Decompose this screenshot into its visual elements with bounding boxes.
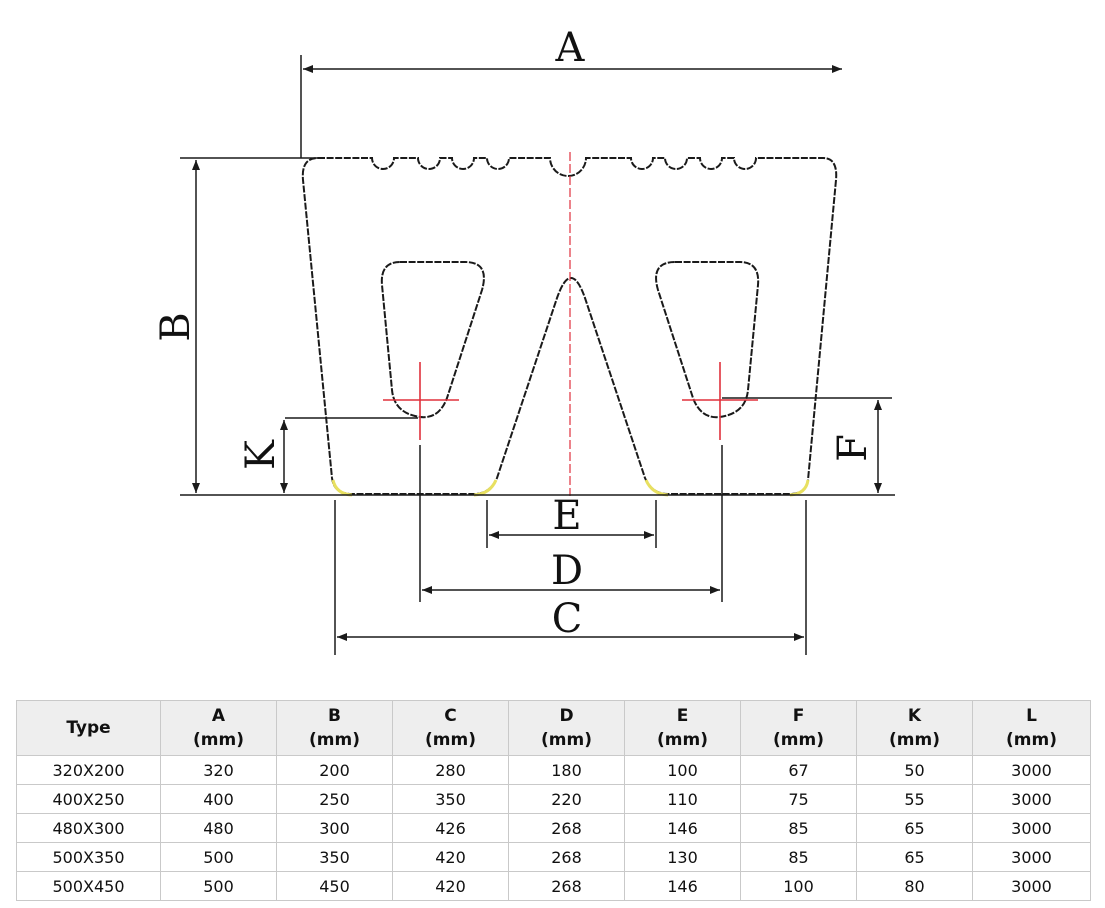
type-cell: 400X250 <box>16 784 161 814</box>
column-header-name: K <box>907 706 922 726</box>
value-cell: 180 <box>508 755 625 785</box>
column-header-a: A (mm) <box>160 700 277 756</box>
column-header-unit: (mm) <box>889 730 940 750</box>
column-header-name: D <box>559 706 574 726</box>
column-header-unit: (mm) <box>1006 730 1057 750</box>
column-header-name: Type <box>66 718 111 738</box>
dim-label-d: D <box>551 548 583 594</box>
value-cell: 146 <box>624 813 741 843</box>
type-cell: 480X300 <box>16 813 161 843</box>
value-cell: 3000 <box>972 842 1091 872</box>
value-cell: 3000 <box>972 813 1091 843</box>
value-cell: 50 <box>856 755 973 785</box>
column-header-type: Type <box>16 700 161 756</box>
value-cell: 65 <box>856 842 973 872</box>
value-cell: 426 <box>392 813 509 843</box>
column-header-unit: (mm) <box>425 730 476 750</box>
value-cell: 100 <box>624 755 741 785</box>
column-header-unit: (mm) <box>773 730 824 750</box>
column-header-name: C <box>444 706 457 726</box>
value-cell: 280 <box>392 755 509 785</box>
column-header-k: K (mm) <box>856 700 973 756</box>
value-cell: 400 <box>160 784 277 814</box>
value-cell: 110 <box>624 784 741 814</box>
column-header-name: L <box>1026 706 1037 726</box>
dimension-lines <box>192 65 882 641</box>
value-cell: 67 <box>740 755 857 785</box>
column-header-unit: (mm) <box>193 730 244 750</box>
value-cell: 500 <box>160 871 277 901</box>
type-cell: 500X450 <box>16 871 161 901</box>
value-cell: 250 <box>276 784 393 814</box>
type-cell: 500X350 <box>16 842 161 872</box>
value-cell: 80 <box>856 871 973 901</box>
column-header-b: B (mm) <box>276 700 393 756</box>
fender-outer-outline <box>301 157 838 495</box>
dim-label-k: K <box>238 439 284 470</box>
value-cell: 75 <box>740 784 857 814</box>
column-header-unit: (mm) <box>309 730 360 750</box>
value-cell: 268 <box>508 842 625 872</box>
value-cell: 320 <box>160 755 277 785</box>
value-cell: 480 <box>160 813 277 843</box>
value-cell: 146 <box>624 871 741 901</box>
value-cell: 130 <box>624 842 741 872</box>
value-cell: 420 <box>392 842 509 872</box>
value-cell: 65 <box>856 813 973 843</box>
column-header-name: B <box>328 706 341 726</box>
extension-lines <box>180 55 895 655</box>
value-cell: 450 <box>276 871 393 901</box>
dim-label-f: F <box>830 434 876 462</box>
value-cell: 200 <box>276 755 393 785</box>
value-cell: 3000 <box>972 871 1091 901</box>
value-cell: 3000 <box>972 784 1091 814</box>
column-header-unit: (mm) <box>657 730 708 750</box>
column-header-c: C (mm) <box>392 700 509 756</box>
column-header-name: E <box>676 706 689 726</box>
value-cell: 300 <box>276 813 393 843</box>
left-hole-outline <box>380 261 485 419</box>
value-cell: 85 <box>740 813 857 843</box>
column-header-f: F (mm) <box>740 700 857 756</box>
value-cell: 420 <box>392 871 509 901</box>
fender-profile-diagram: A B K F E D C <box>153 25 895 655</box>
dim-label-c: C <box>552 596 583 642</box>
column-header-name: F <box>792 706 805 726</box>
column-header-e: E (mm) <box>624 700 741 756</box>
value-cell: 268 <box>508 813 625 843</box>
column-header-name: A <box>211 706 226 726</box>
value-cell: 350 <box>276 842 393 872</box>
value-cell: 55 <box>856 784 973 814</box>
value-cell: 3000 <box>972 755 1091 785</box>
column-header-d: D (mm) <box>508 700 625 756</box>
column-header-l: L (mm) <box>972 700 1091 756</box>
value-cell: 220 <box>508 784 625 814</box>
dim-label-b: B <box>153 312 199 341</box>
dim-label-e: E <box>552 493 581 539</box>
value-cell: 100 <box>740 871 857 901</box>
type-cell: 320X200 <box>16 755 161 785</box>
value-cell: 350 <box>392 784 509 814</box>
column-header-unit: (mm) <box>541 730 592 750</box>
value-cell: 500 <box>160 842 277 872</box>
right-hole-outline <box>655 261 760 419</box>
dim-label-a: A <box>555 25 586 71</box>
value-cell: 268 <box>508 871 625 901</box>
value-cell: 85 <box>740 842 857 872</box>
